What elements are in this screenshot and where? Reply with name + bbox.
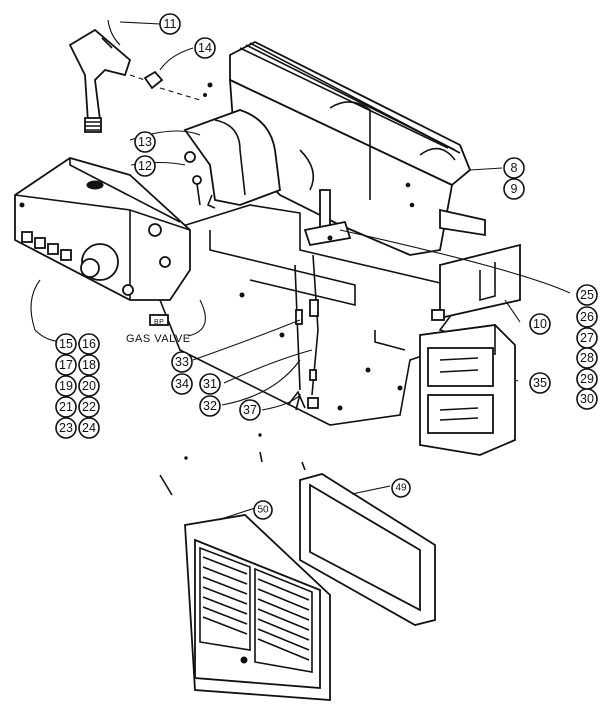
callout-32: 32: [199, 395, 221, 417]
callout-26: 26: [576, 306, 598, 328]
svg-text:8: 8: [511, 161, 518, 175]
callout-22: 22: [78, 396, 100, 418]
burner-assembly: [183, 40, 486, 256]
callout-34: 34: [171, 373, 193, 395]
svg-text:15: 15: [59, 337, 73, 351]
svg-text:23: 23: [59, 421, 73, 435]
callout-35: 35: [529, 372, 551, 394]
callout-18: 18: [78, 354, 100, 376]
callout-10: 10: [529, 313, 551, 335]
control-module: [419, 243, 521, 456]
svg-text:50: 50: [257, 505, 269, 516]
callout-24: 24: [78, 417, 100, 439]
callout-16: 16: [78, 333, 100, 355]
svg-text:14: 14: [198, 41, 212, 55]
gas-valve-text: GAS VALVE: [126, 333, 191, 345]
callout-13: 13: [134, 131, 156, 153]
svg-text:22: 22: [82, 400, 96, 414]
svg-text:16: 16: [82, 337, 96, 351]
svg-text:BP: BP: [154, 319, 164, 326]
svg-text:25: 25: [580, 288, 594, 302]
svg-text:12: 12: [138, 159, 152, 173]
svg-text:31: 31: [203, 377, 217, 391]
callout-23: 23: [55, 417, 77, 439]
svg-text:18: 18: [82, 358, 96, 372]
callout-11: 11: [119, 13, 181, 35]
gas-valve-label: BP GAS VALVE: [126, 299, 206, 345]
callout-12: 12: [134, 155, 156, 177]
svg-text:21: 21: [59, 400, 73, 414]
front-grille: [184, 507, 331, 701]
callout-9: 9: [503, 178, 525, 200]
air-filter: [299, 473, 436, 626]
callout-49: 49: [391, 478, 411, 498]
svg-text:17: 17: [59, 358, 73, 372]
svg-text:30: 30: [580, 392, 594, 406]
svg-text:32: 32: [203, 399, 217, 413]
svg-text:11: 11: [164, 17, 177, 31]
callout-15: 15: [55, 333, 77, 355]
pilot-fitting: [68, 28, 201, 133]
scatter-marks: [159, 433, 306, 496]
callout-33: 33: [171, 351, 193, 373]
svg-text:35: 35: [533, 376, 547, 390]
svg-text:27: 27: [580, 331, 594, 345]
callout-27: 27: [576, 327, 598, 349]
callout-28: 28: [576, 347, 598, 369]
callout-8: 8: [503, 157, 525, 179]
svg-text:29: 29: [580, 372, 594, 386]
svg-text:34: 34: [175, 377, 189, 391]
callout-19: 19: [55, 375, 77, 397]
callout-30: 30: [576, 388, 598, 410]
callout-50: 50: [253, 500, 273, 520]
callout-20: 20: [78, 375, 100, 397]
svg-text:28: 28: [580, 351, 594, 365]
callout-25: 25: [576, 284, 598, 306]
svg-text:26: 26: [580, 310, 594, 324]
svg-text:49: 49: [395, 483, 407, 494]
gas-valve: [14, 157, 191, 301]
wiring-harness: [287, 254, 319, 411]
callout-29: 29: [576, 368, 598, 390]
svg-text:20: 20: [82, 379, 96, 393]
svg-text:19: 19: [59, 379, 73, 393]
svg-text:37: 37: [243, 403, 257, 417]
callout-31: 31: [199, 373, 221, 395]
svg-text:24: 24: [82, 421, 96, 435]
leader-lines: [30, 19, 571, 411]
callout-14: 14: [194, 37, 216, 59]
svg-text:9: 9: [511, 182, 518, 196]
svg-text:13: 13: [138, 135, 152, 149]
svg-text:33: 33: [175, 355, 189, 369]
callout-21: 21: [55, 396, 77, 418]
svg-text:10: 10: [533, 317, 547, 331]
callout-37: 37: [239, 399, 261, 421]
callout-17: 17: [55, 354, 77, 376]
igniter-and-screws: [184, 151, 352, 247]
